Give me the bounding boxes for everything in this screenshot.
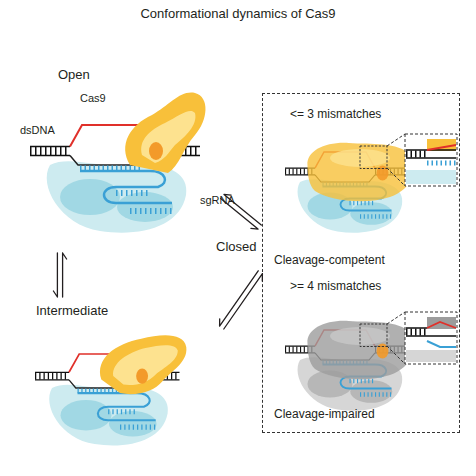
equilibrium-arrow: [220, 271, 263, 329]
inset-cas9-band: [427, 139, 456, 151]
outcome-label: Cleavage-competent: [274, 254, 385, 268]
zoom-source-box: [360, 324, 387, 347]
figure-title: Conformational dynamics of Cas9: [0, 7, 476, 22]
state-label: Open: [58, 68, 90, 83]
inset-red-strand: [427, 145, 456, 150]
part-label: sgRNA: [200, 194, 235, 207]
cas9-body: [307, 321, 414, 379]
condition-label: <= 3 mismatches: [290, 108, 381, 122]
closed-competent-complex: [285, 143, 415, 233]
state-label: Closed: [216, 240, 256, 255]
cas9-body: [100, 335, 186, 394]
cas9-body: [307, 143, 414, 201]
state-label: Intermediate: [36, 304, 108, 319]
cas9-highlight: [113, 345, 178, 385]
zoom-inset-box: [405, 134, 457, 186]
zoom-leader-line: [387, 134, 405, 186]
inset-lobe: [406, 170, 456, 184]
cas9-highlight: [141, 111, 195, 163]
state-node: Open: [20, 65, 220, 250]
open-complex: [30, 93, 206, 233]
inset-red-strand: [427, 322, 456, 328]
zoom-source-box: [360, 146, 387, 169]
part-label: dsDNA: [20, 124, 55, 137]
equilibrium-arrow: [53, 253, 66, 297]
inset-guide: [427, 161, 456, 166]
inset-lobe: [406, 350, 456, 362]
outcome-label: Cleavage-impaired: [274, 408, 375, 422]
inset-guide: [427, 341, 456, 347]
inset-dna: [406, 328, 456, 336]
inset-dna-rungs: [406, 329, 427, 336]
state-node: Intermediate: [20, 300, 220, 450]
intermediate-complex: [35, 335, 186, 445]
zoom-inset-box: [405, 312, 457, 364]
inset-cas9-band: [427, 317, 456, 329]
pam-site: [149, 142, 163, 160]
inset-dna: [406, 150, 456, 158]
inset-dna-rungs: [406, 151, 427, 158]
pam-site: [136, 368, 148, 383]
part-label: Cas9: [80, 92, 106, 105]
sub-state-node: <= 3 mismatchesCleavage-competent: [268, 102, 454, 274]
state-group-box: Closed<= 3 mismatchesCleavage-competent>…: [262, 93, 460, 433]
cas9-body: [125, 93, 205, 173]
closed-impaired-complex: [285, 321, 415, 411]
condition-label: >= 4 mismatches: [290, 280, 381, 294]
equilibrium-arrow: [221, 194, 262, 229]
zoom-leader-line: [387, 312, 405, 364]
sub-state-node: >= 4 mismatchesCleavage-impaired: [268, 274, 454, 429]
sgrna-lobe: [49, 385, 168, 446]
